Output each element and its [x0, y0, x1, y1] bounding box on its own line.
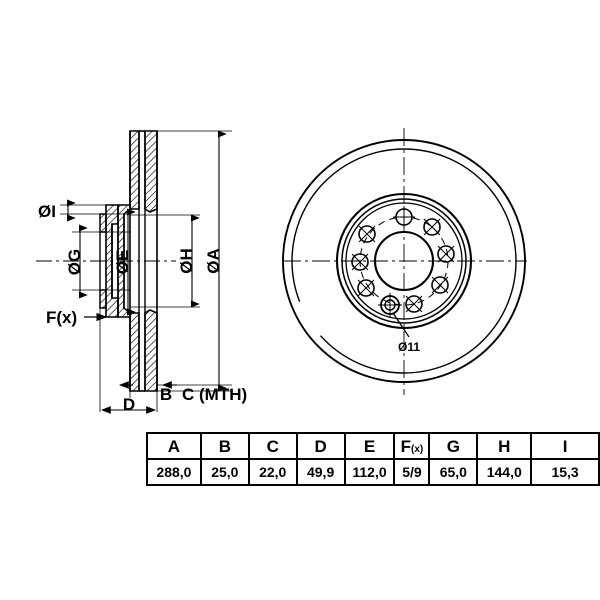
- hat-step-circle: [345, 202, 463, 320]
- front-view-group: Ø11: [282, 128, 527, 395]
- friction-ring-lower: [129, 309, 158, 392]
- label-diameter-h: ØH: [177, 248, 196, 274]
- bolt-hole: [405, 295, 423, 313]
- table-value-i: 15,3: [530, 458, 600, 486]
- table-header-fx: F(x): [393, 432, 431, 460]
- friction-ring-upper: [129, 130, 158, 213]
- table-header-a: A: [146, 432, 202, 460]
- bolt-hole: [437, 245, 455, 263]
- dimension-c: C (MTH): [161, 381, 247, 404]
- label-face-runout: F(x): [46, 308, 77, 327]
- dimension-diameter-i: ØI: [38, 199, 76, 222]
- table-value-row: 288,0 25,0 22,0 49,9 112,0 5/9 65,0 144,…: [146, 458, 600, 486]
- table-header-g: G: [428, 432, 479, 460]
- table-header-d: D: [295, 432, 346, 460]
- bolt-hole: [358, 225, 376, 243]
- specification-table: A B C D E F(x) G H I 288,0 25,0 22,0 49,…: [146, 432, 600, 486]
- label-diameter-g: ØG: [65, 249, 84, 275]
- dimension-diameter-g: ØG: [65, 224, 88, 299]
- callout-face-runout: F(x): [46, 308, 108, 327]
- dimension-d: D: [100, 395, 157, 414]
- bolt-hole-dimensioned: [378, 293, 402, 317]
- dimension-diameter-a: ØA: [204, 130, 227, 392]
- table-header-h: H: [476, 432, 533, 460]
- center-bore: [373, 230, 435, 292]
- callout-bolt-hole-diameter: Ø11: [392, 312, 420, 354]
- dimension-diameter-e: ØE: [113, 208, 136, 316]
- table-value-g: 65,0: [428, 458, 479, 486]
- dimension-diameter-h: ØH: [177, 214, 200, 308]
- hat-inner-circle: [341, 198, 467, 324]
- bolt-hole: [431, 276, 449, 294]
- fx-sub-text: (x): [411, 443, 424, 455]
- hat-outer-circle: [335, 192, 473, 330]
- table-header-b: B: [199, 432, 250, 460]
- table-header-e: E: [343, 432, 396, 460]
- bolt-hole: [351, 253, 369, 271]
- table-value-b: 25,0: [199, 458, 250, 486]
- label-bolt-hole-diameter: Ø11: [398, 340, 420, 354]
- bolt-hole: [357, 279, 375, 297]
- fx-main-text: F: [400, 436, 412, 456]
- label-dim-c: C (MTH): [182, 385, 247, 404]
- label-diameter-e: ØE: [113, 250, 132, 275]
- bolt-hole: [393, 206, 415, 228]
- table-value-e: 112,0: [343, 458, 396, 486]
- table-header-row: A B C D E F(x) G H I: [146, 432, 600, 460]
- table-header-i: I: [530, 432, 600, 460]
- bolt-hole: [423, 218, 441, 236]
- table-value-d: 49,9: [295, 458, 346, 486]
- table-value-h: 144,0: [476, 458, 533, 486]
- disc-friction-inner-edge: [291, 148, 517, 374]
- disc-outer-edge: [282, 139, 526, 383]
- label-diameter-a: ØA: [204, 248, 223, 274]
- label-diameter-i: ØI: [38, 202, 56, 221]
- table-header-c: C: [247, 432, 298, 460]
- label-dim-b: B: [160, 385, 172, 404]
- table-value-a: 288,0: [146, 458, 202, 486]
- bolt-hole-group: [351, 206, 455, 317]
- label-dim-d: D: [123, 395, 135, 414]
- section-view-group: ØH ØA ØI ØG: [36, 130, 247, 414]
- table-value-fx: 5/9: [393, 458, 431, 486]
- table-value-c: 22,0: [247, 458, 298, 486]
- dimension-b: B: [118, 381, 172, 404]
